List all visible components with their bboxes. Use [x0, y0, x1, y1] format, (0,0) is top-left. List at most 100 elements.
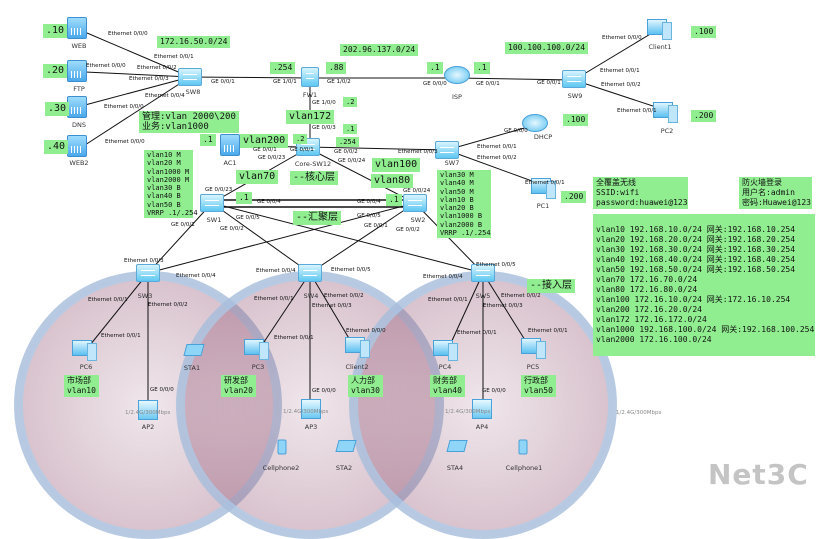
port-label: GE 0/0/2 — [334, 149, 358, 155]
port-label: Ethernet 0/0/2 — [601, 82, 641, 88]
client2-icon[interactable] — [345, 337, 370, 358]
node-label: PC6 — [79, 363, 93, 371]
node-label: AP2 — [141, 423, 155, 431]
server-dns-icon[interactable] — [67, 96, 87, 118]
switch-sw4-icon[interactable] — [298, 264, 322, 282]
ip-label: .100 — [563, 114, 589, 126]
vlan-row: vlan2000 172.16.100.0/24 — [596, 335, 712, 344]
node-label: PC4 — [438, 363, 452, 371]
server-ftp-icon[interactable] — [67, 60, 87, 82]
port-label: GE 0/0/1 — [171, 222, 195, 228]
sta2-icon[interactable] — [335, 440, 357, 452]
vlan-row: vlan20 192.168.20.0/24 网关:192.168.20.254 — [596, 235, 796, 244]
switch-sw8-icon[interactable] — [178, 68, 202, 86]
node-label: DHCP — [533, 133, 553, 141]
router-isp-icon[interactable] — [444, 66, 470, 84]
pc6-icon[interactable] — [72, 340, 97, 361]
pc3-icon[interactable] — [244, 339, 269, 360]
node-label: SW4 — [303, 292, 319, 300]
sta4-icon[interactable] — [446, 440, 468, 452]
subnet-label: 202.96.137.0/24 — [340, 44, 419, 56]
port-label: Ethernet 0/0/1 — [254, 296, 294, 302]
ap2-icon[interactable] — [138, 400, 158, 420]
rate-label: 1/2.4G/300Mbps — [125, 410, 171, 416]
vlan-label: vlan80 — [371, 174, 414, 188]
sta1-icon[interactable] — [183, 344, 205, 356]
vlan-row: vlan100 172.16.10.0/24 网关:172.16.10.254 — [596, 295, 791, 304]
sw2-vlan-box: vlan30 M vlan40 M vlan50 M vlan10 B vlan… — [437, 170, 491, 239]
port-label: Ethernet 0/0/5 — [331, 267, 371, 273]
ip-label: .1 — [427, 62, 443, 74]
ip-label: .30 — [45, 102, 70, 116]
ip-label: .200 — [691, 110, 717, 122]
client1-icon[interactable] — [647, 19, 672, 40]
ip-label: .1 — [343, 124, 358, 135]
port-label: Ethernet 0/0/3 — [398, 149, 438, 155]
switch-sw3-icon[interactable] — [136, 264, 160, 282]
dept-label: 行政部 vlan50 — [521, 375, 556, 397]
subnet-label: 100.100.100.0/24 — [505, 42, 589, 54]
port-label: GE 0/0/2 — [396, 227, 420, 233]
rate-label: 1/2.4G/300Mbps — [445, 409, 491, 415]
node-label: SW7 — [444, 159, 460, 167]
port-label: Ethernet 0/0/1 — [600, 68, 640, 74]
port-label: Ethernet 0/0/1 — [528, 328, 568, 334]
server-web2-icon[interactable] — [67, 135, 87, 157]
vlan-row: vlan50 192.168.50.0/24 网关:192.168.50.254 — [596, 265, 796, 274]
node-label: Client2 — [345, 363, 369, 371]
subnet-label: 172.16.50.0/24 — [157, 36, 231, 48]
port-label: GE 0/0/0 — [504, 128, 528, 134]
port-label: GE 0/0/3 — [312, 125, 336, 131]
port-label: Ethernet 0/0/5 — [476, 262, 516, 268]
watermark-logo: Net3C — [708, 458, 809, 491]
node-label: SW5 — [475, 292, 491, 300]
node-label: SW8 — [185, 88, 201, 96]
pc1-icon[interactable] — [531, 178, 556, 199]
port-label: GE 1/0/0 — [312, 100, 336, 106]
port-label: Ethernet 0/0/3 — [312, 303, 352, 309]
server-web-icon[interactable] — [67, 17, 87, 39]
port-label: Ethernet 0/0/3 — [483, 303, 523, 309]
port-label: GE 0/0/24 — [403, 188, 431, 194]
ip-label: .200 — [561, 191, 587, 203]
pc4-icon[interactable] — [433, 340, 458, 361]
node-label: AC1 — [223, 159, 237, 167]
node-label: SW2 — [410, 216, 426, 224]
port-label: Ethernet 0/0/2 — [148, 302, 188, 308]
node-label: PC1 — [536, 202, 550, 210]
firewall-fw1-icon[interactable] — [301, 67, 319, 87]
port-label: Ethernet 0/0/0 — [346, 328, 386, 334]
ip-label: .2 — [343, 97, 358, 108]
vlan-table: vlan10 192.168.10.0/24 网关:192.168.10.254… — [593, 214, 815, 356]
switch-sw7-icon[interactable] — [435, 141, 459, 159]
port-label: GE 0/0/1 — [476, 81, 500, 87]
cellphone2-icon[interactable] — [277, 439, 287, 455]
pc2-icon[interactable] — [653, 102, 678, 123]
switch-sw2-icon[interactable] — [403, 194, 427, 212]
layer-label-aggregation: --汇聚层 — [293, 211, 342, 225]
port-label: Ethernet 0/0/1 — [274, 335, 314, 341]
vlan-note: 管理:vlan 2000\200 业务:vlan1000 — [139, 111, 239, 133]
port-label: Ethernet 0/0/4 — [176, 273, 216, 279]
ip-label: .254 — [270, 62, 296, 74]
ac1-icon[interactable] — [220, 134, 240, 156]
ip-label: .100 — [691, 26, 717, 38]
port-label: GE 0/0/4 — [357, 199, 381, 205]
node-label: SW3 — [137, 292, 153, 300]
pc5-icon[interactable] — [521, 338, 546, 359]
router-dhcp-icon[interactable] — [522, 114, 548, 132]
switch-sw1-icon[interactable] — [200, 194, 224, 212]
switch-sw9-icon[interactable] — [562, 70, 586, 88]
port-label: GE 0/0/1 — [290, 147, 314, 153]
vlan-row: vlan1000 192.168.100.0/24 网关:192.168.100… — [596, 325, 815, 334]
port-label: GE 0/0/1 — [364, 223, 388, 229]
ap3-icon[interactable] — [301, 399, 321, 419]
cellphone1-icon[interactable] — [518, 439, 528, 455]
port-label: Ethernet 0/0/1 — [477, 144, 517, 150]
ap4-icon[interactable] — [472, 399, 492, 419]
switch-sw5-icon[interactable] — [471, 264, 495, 282]
node-label: SW1 — [206, 216, 222, 224]
port-label: GE 0/0/1 — [211, 79, 235, 85]
ip-label: .20 — [43, 64, 68, 78]
port-label: Ethernet 0/0/4 — [256, 268, 296, 274]
